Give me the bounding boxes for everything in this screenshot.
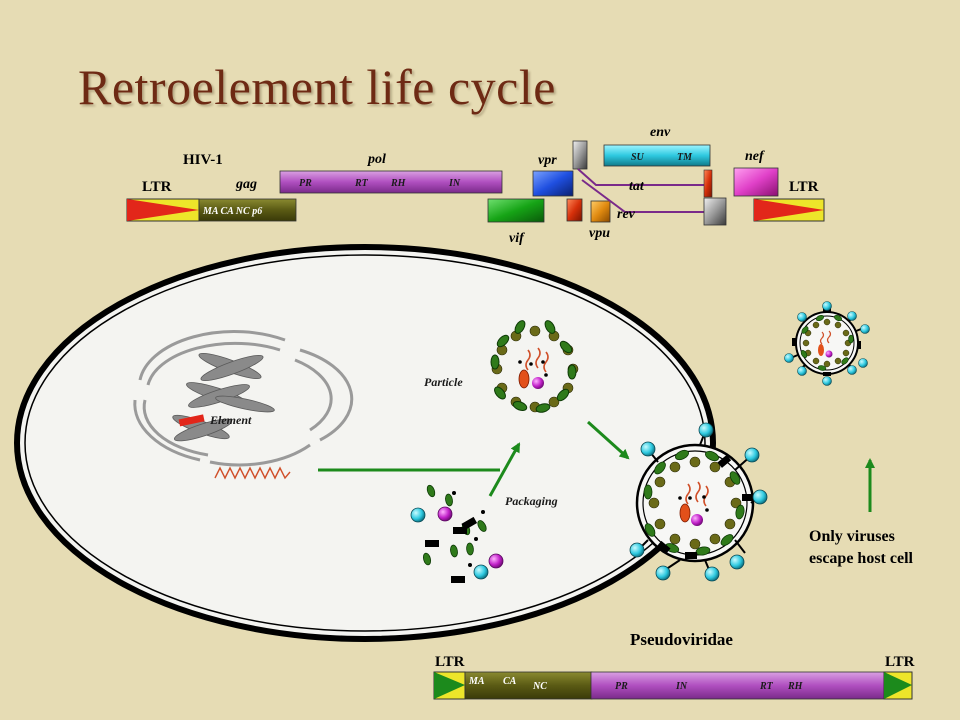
pseudo-pol-pr: PR [615, 681, 628, 692]
hiv-tat-exon1-box [566, 198, 583, 222]
escape-note-line2: escape host cell [809, 550, 914, 567]
packaging-components [410, 483, 504, 583]
hiv-pol-box [279, 170, 503, 194]
hiv-rev-label: rev [617, 207, 636, 222]
rna-transcript [214, 466, 291, 480]
hiv-vif-label: vif [509, 231, 525, 246]
hiv-env-box [603, 144, 711, 167]
pseudo-ltr-left [433, 671, 466, 700]
hiv-tat-exon2-box [703, 169, 713, 198]
budding-virion [629, 422, 768, 582]
hiv-gag-box [198, 198, 297, 222]
hiv-gag-domains: MA CA NC p6 [202, 206, 262, 217]
pseudoviridae-genome-map: Pseudoviridae LTR LTR MA CA NC PR IN RT … [433, 630, 915, 700]
hiv-env-label: env [650, 125, 671, 140]
hiv-pol-in: IN [448, 178, 461, 189]
host-cell [14, 244, 716, 642]
hiv-env-su: SU [631, 152, 645, 163]
particle-label: Particle [424, 375, 463, 389]
retroelement-insert [178, 414, 205, 427]
hiv-rev-exon2-box [703, 197, 727, 226]
slide-title: Retroelement life cycle [78, 59, 556, 115]
hiv-rev-exon1-box [572, 140, 588, 170]
pseudo-gag-ma: MA [468, 676, 485, 687]
hiv-name: HIV-1 [183, 152, 223, 168]
element-label: Element [209, 413, 252, 427]
pseudo-name: Pseudoviridae [630, 630, 733, 649]
pseudo-pol-rt: RT [759, 681, 774, 692]
hiv-nef-label: nef [745, 149, 765, 164]
hiv-vpu-box [590, 200, 611, 223]
hiv-ltr-left [126, 198, 200, 222]
pseudo-ltr-left-label: LTR [435, 654, 465, 670]
hiv-tat-label: tat [629, 179, 645, 194]
hiv-vpr-box [532, 170, 574, 197]
pseudo-ltr-right [883, 671, 913, 700]
hiv-pol-pr: PR [299, 178, 312, 189]
pseudo-ltr-right-label: LTR [885, 654, 915, 670]
hiv-ltr-right [753, 198, 825, 222]
hiv-vpr-label: vpr [538, 153, 557, 168]
pseudo-pol-box [590, 671, 885, 700]
hiv-vif-box [487, 198, 545, 223]
hiv-env-tm: TM [677, 152, 693, 163]
packaging-label: Packaging [505, 494, 558, 508]
pseudo-pol-in: IN [675, 681, 688, 692]
intracellular-particle [490, 320, 579, 413]
hiv-pol-rh: RH [390, 178, 407, 189]
hiv-genome-map: HIV-1 LTR LTR gag MA CA NC p6 pol PR RT … [126, 125, 825, 246]
hiv-ltr-right-label: LTR [789, 179, 819, 195]
nucleus [133, 330, 354, 467]
hiv-vpu-label: vpu [589, 226, 610, 241]
hiv-pol-rt: RT [354, 178, 369, 189]
pseudo-gag-ca: CA [503, 676, 517, 687]
flow-arrows [318, 420, 875, 512]
hiv-gag-label: gag [235, 177, 257, 192]
hiv-nef-box [733, 167, 779, 197]
hiv-pol-label: pol [367, 152, 386, 167]
hiv-ltr-left-label: LTR [142, 179, 172, 195]
pseudo-pol-rh: RH [787, 681, 804, 692]
released-virion [784, 301, 870, 386]
hiv-splice-lines [577, 168, 705, 213]
escape-note-line1: Only viruses [809, 528, 895, 545]
pseudo-gag-nc: NC [532, 681, 547, 692]
